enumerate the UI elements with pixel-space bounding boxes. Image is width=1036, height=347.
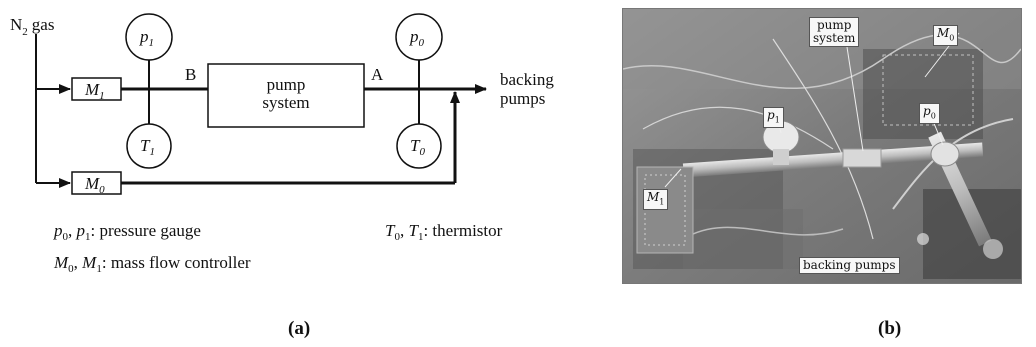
- pressure-gauge-p0: [395, 13, 443, 61]
- photo-label-m0: M0: [933, 25, 959, 47]
- apparatus-photo-drawing: [623, 9, 1021, 283]
- node-b-label: B: [185, 65, 196, 84]
- node-a-label: A: [371, 65, 384, 84]
- photo-label-p0: p0: [919, 103, 940, 125]
- caption-b: (b): [878, 318, 902, 339]
- p0-label: p0: [409, 27, 425, 49]
- backing-pumps-label-2: pumps: [500, 89, 545, 108]
- legend-mass-flow-controller: M0, M1: mass flow controller: [53, 253, 251, 275]
- photo-label-backing-pumps: backing pumps: [799, 257, 900, 274]
- caption-a: (a): [288, 318, 311, 339]
- pump-system-label-2: system: [262, 93, 309, 112]
- pump-system-box: [207, 63, 365, 128]
- t0-label: T0: [410, 136, 425, 158]
- legend-pressure-gauge: p0, p1: pressure gauge: [53, 221, 201, 243]
- m0-label: M0: [84, 174, 105, 196]
- legend-thermistor: T0, T1: thermistor: [385, 221, 503, 243]
- thermistor-t0: [396, 123, 442, 169]
- photo-label-m1: M1: [643, 189, 669, 211]
- pump-system-label-1: pump: [267, 75, 306, 94]
- thermistor-t1: [126, 123, 172, 169]
- pressure-gauge-p1: [125, 13, 173, 61]
- m1-label: M1: [84, 80, 105, 102]
- t1-label: T1: [140, 136, 155, 158]
- backing-pumps-label-1: backing: [500, 70, 554, 89]
- photo-label-p1: p1: [763, 107, 784, 129]
- p1-label: p1: [139, 27, 154, 49]
